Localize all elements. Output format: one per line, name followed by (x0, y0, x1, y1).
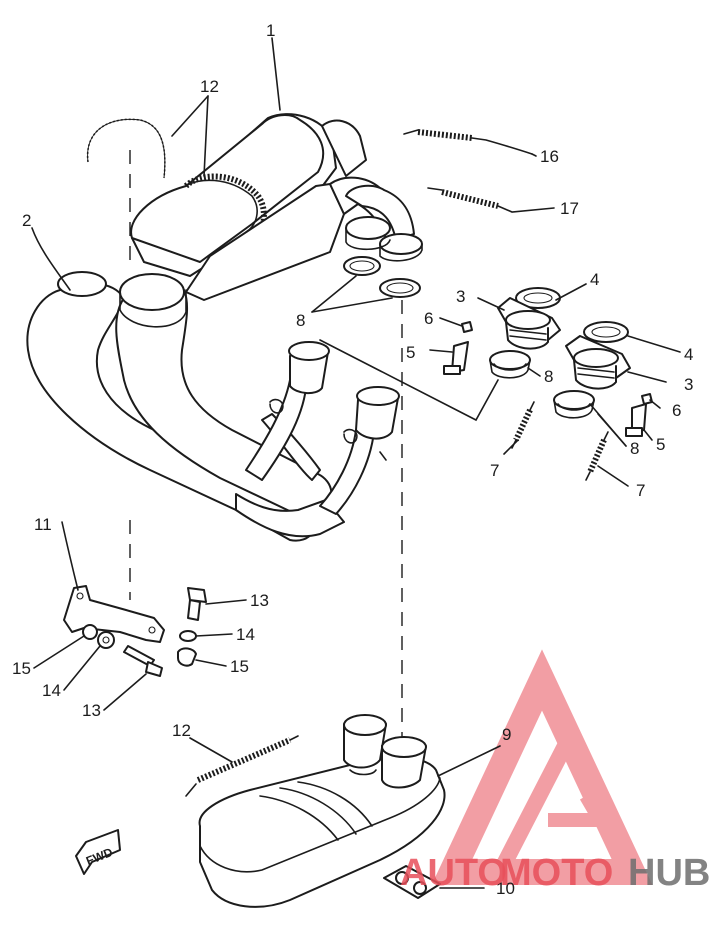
callout-7-left: 7 (490, 461, 499, 480)
callout-15-right: 15 (230, 657, 249, 676)
muffler-upper (130, 113, 367, 277)
exhaust-header-pipes (26, 271, 400, 542)
spring-7-right (585, 431, 609, 481)
callout-8-right: 8 (630, 439, 639, 458)
callout-7-right: 7 (636, 481, 645, 500)
flange-set-lower (553, 321, 653, 437)
bracket-assembly (63, 585, 207, 677)
watermark-moto: MOTO (500, 852, 613, 894)
alignment-lines (129, 150, 403, 740)
callout-1: 1 (266, 21, 275, 40)
callout-4-top: 4 (590, 270, 599, 289)
leader-lines (31, 37, 681, 487)
callout-8-mid: 8 (544, 367, 553, 386)
callout-17: 17 (560, 199, 579, 218)
callout-13-lower: 13 (82, 701, 101, 720)
muffler-upper-lower-body (185, 176, 423, 301)
callout-12-lower: 12 (172, 721, 191, 740)
callout-12-upper: 12 (200, 77, 219, 96)
callout-5-right: 5 (656, 435, 665, 454)
watermark-auto: AUTO (400, 852, 507, 894)
muffler-lower (198, 714, 446, 908)
callout-6-top: 6 (424, 309, 433, 328)
wrap-spring-upper (86, 118, 166, 179)
spring-7-left (511, 401, 535, 449)
leader-lines-lower (33, 521, 501, 777)
callout-numbers: 1 12 2 16 17 4 3 8 6 4 5 8 3 6 5 8 7 7 1… (12, 21, 693, 898)
watermark-text: AUTO MOTO HUB (400, 852, 710, 894)
callout-2: 2 (22, 211, 31, 230)
callout-9: 9 (502, 725, 511, 744)
callout-11: 11 (34, 515, 52, 534)
watermark-hub: HUB (628, 852, 710, 894)
callout-8-upper: 8 (296, 311, 305, 330)
gasket-pair-upper (311, 256, 421, 313)
spring-16 (403, 129, 533, 155)
callout-4-right: 4 (684, 345, 693, 364)
callout-5-left: 5 (406, 343, 415, 362)
callout-10: 10 (496, 879, 515, 898)
spring-17 (427, 187, 555, 213)
callout-13-upper: 13 (250, 591, 269, 610)
callout-6-right: 6 (672, 401, 681, 420)
forward-arrow-icon: FWD (75, 829, 121, 875)
callout-3-top: 3 (456, 287, 465, 306)
callout-3-right: 3 (684, 375, 693, 394)
flange-set-upper (443, 287, 561, 379)
watermark-logo (431, 649, 653, 885)
callout-15-left: 15 (12, 659, 31, 678)
callout-14-left: 14 (42, 681, 61, 700)
callout-14-right: 14 (236, 625, 255, 644)
protector-plate (383, 865, 485, 899)
callout-16: 16 (540, 147, 559, 166)
wrap-spring-lower (185, 735, 299, 797)
